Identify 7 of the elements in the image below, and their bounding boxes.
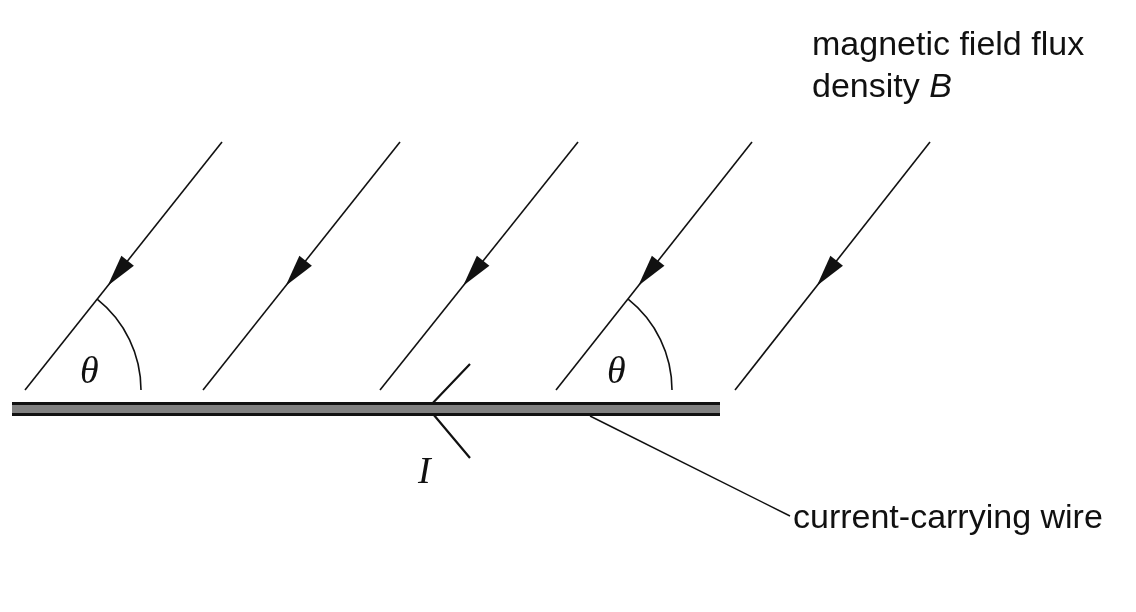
- angle-symbol: θ: [80, 348, 99, 392]
- current-symbol: I: [418, 448, 431, 492]
- field-label: magnetic field flux density B: [812, 23, 1086, 106]
- leader-line: [589, 415, 791, 517]
- angle-symbol: θ: [607, 348, 626, 392]
- wire: [12, 402, 720, 416]
- wire-label: current-carrying wire: [793, 495, 1123, 537]
